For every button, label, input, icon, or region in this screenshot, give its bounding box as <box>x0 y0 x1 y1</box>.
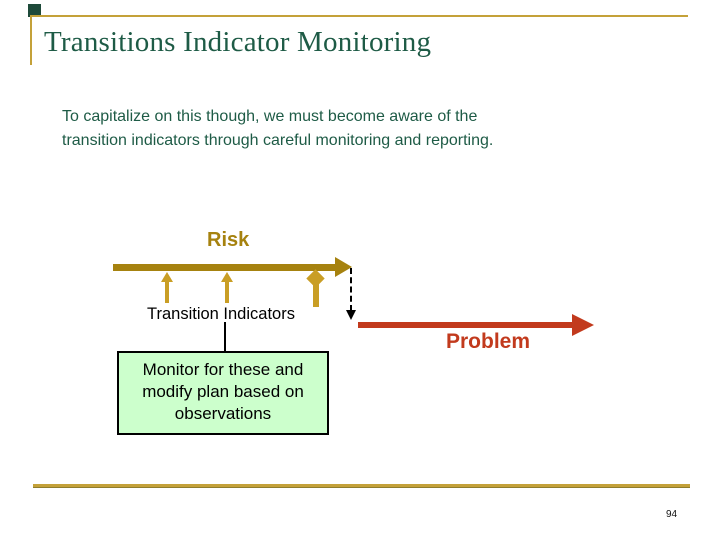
body-line-1: To capitalize on this though, we must be… <box>62 108 478 125</box>
page-number: 94 <box>666 509 678 520</box>
footer-divider-line <box>33 484 690 488</box>
body-line-2: transition indicators through careful mo… <box>62 132 494 149</box>
corner-square-decoration <box>28 4 41 17</box>
dashed-down-arrow <box>350 268 352 311</box>
box-connector-line <box>224 322 226 352</box>
up-arrow-icon <box>161 272 173 282</box>
up-arrow-shaft <box>225 281 229 303</box>
risk-timeline-arrowhead-icon <box>335 257 352 277</box>
slide-title: Transitions Indicator Monitoring <box>44 26 432 58</box>
monitor-box-line-1: Monitor for these and <box>142 360 304 379</box>
transition-indicators-label: Transition Indicators <box>147 305 295 323</box>
risk-label: Risk <box>207 229 250 251</box>
title-frame-left-line <box>30 15 32 65</box>
monitor-box-line-2: modify plan based on <box>142 382 304 401</box>
up-arrow-shaft <box>165 281 169 303</box>
body-paragraph: To capitalize on this though, we must be… <box>62 105 622 153</box>
monitor-box: Monitor for these and modify plan based … <box>117 351 329 435</box>
problem-timeline-arrowhead-icon <box>572 314 594 336</box>
problem-label: Problem <box>446 330 531 353</box>
up-arrow-shaft <box>313 284 319 307</box>
monitor-box-line-3: observations <box>174 404 272 423</box>
up-arrow-icon <box>221 272 233 282</box>
problem-timeline-arrow <box>358 322 574 328</box>
dashed-down-arrowhead-icon <box>346 310 356 320</box>
risk-timeline-arrow <box>113 264 337 271</box>
title-frame-top-line <box>30 15 688 17</box>
